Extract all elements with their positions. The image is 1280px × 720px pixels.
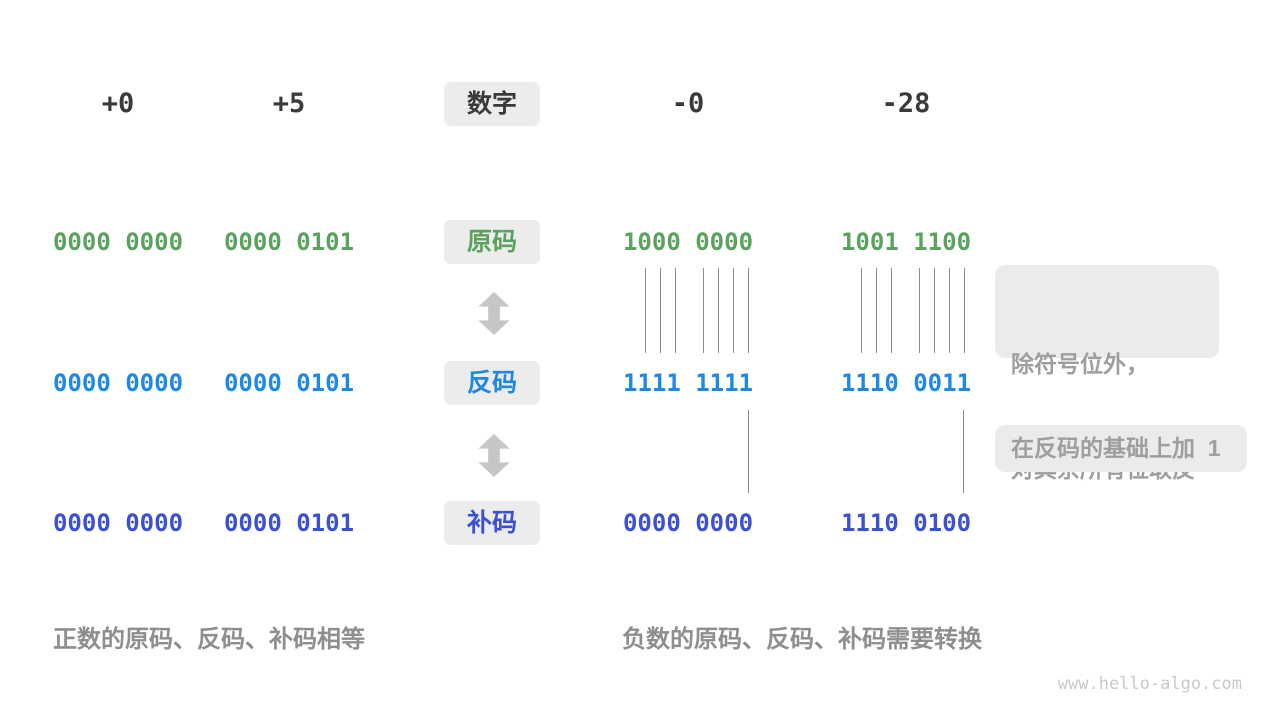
binary-cell-ones-complement-1: 0000 0000 [52, 369, 184, 397]
binary-cell-twos-complement-3: 0000 0000 [622, 509, 754, 537]
row-label-sign-magnitude: 原码 [444, 220, 540, 264]
updown-arrow-icon [478, 292, 510, 335]
bit-connector-line [748, 268, 749, 353]
bit-connector-line [733, 268, 734, 353]
bit-connector-line [949, 268, 950, 353]
binary-cell-twos-complement-4: 1110 0100 [840, 509, 972, 537]
note-add-one: 在反码的基础上加 1 [995, 425, 1247, 472]
row-label-twos-complement: 补码 [444, 501, 540, 545]
bit-connector-line [919, 268, 920, 353]
binary-cell-ones-complement-3: 1111 1111 [622, 369, 754, 397]
binary-cell-sign-magnitude-1: 0000 0000 [52, 228, 184, 256]
binary-cell-sign-magnitude-3: 1000 0000 [622, 228, 754, 256]
row-label-ones-complement: 反码 [444, 361, 540, 405]
header-value-plus-five: +5 [272, 88, 306, 119]
bit-connector-line [645, 268, 646, 353]
note-invert-bits: 除符号位外， 对其余所有位取反 [995, 265, 1219, 482]
bit-connector-line [891, 268, 892, 353]
binary-cell-ones-complement-4: 1110 0011 [840, 369, 972, 397]
bit-connector-line [934, 268, 935, 353]
column-label-number: 数字 [444, 82, 540, 126]
binary-cell-twos-complement-2: 0000 0101 [223, 509, 355, 537]
binary-cell-twos-complement-1: 0000 0000 [52, 509, 184, 537]
bit-connector-line [703, 268, 704, 353]
bit-connector-line [876, 268, 877, 353]
caption-positive-numbers: 正数的原码、反码、补码相等 [53, 626, 365, 653]
binary-cell-ones-complement-2: 0000 0101 [223, 369, 355, 397]
note-invert-bits-line1: 除符号位外， [1011, 351, 1149, 377]
bit-connector-line [861, 268, 862, 353]
header-value-minus-twenty-eight: -28 [881, 88, 931, 119]
bit-connector-line [748, 410, 749, 493]
bit-connector-line [660, 268, 661, 353]
caption-negative-numbers: 负数的原码、反码、补码需要转换 [622, 626, 982, 653]
bit-connector-line [964, 268, 965, 353]
binary-cell-sign-magnitude-4: 1001 1100 [840, 228, 972, 256]
watermark: www.hello-algo.com [1057, 674, 1242, 694]
bit-connector-line [718, 268, 719, 353]
bit-connector-line [963, 410, 964, 493]
binary-cell-sign-magnitude-2: 0000 0101 [223, 228, 355, 256]
header-value-minus-zero: -0 [671, 88, 705, 119]
header-value-plus-zero: +0 [101, 88, 135, 119]
bit-connector-line [675, 268, 676, 353]
updown-arrow-icon [478, 434, 510, 477]
